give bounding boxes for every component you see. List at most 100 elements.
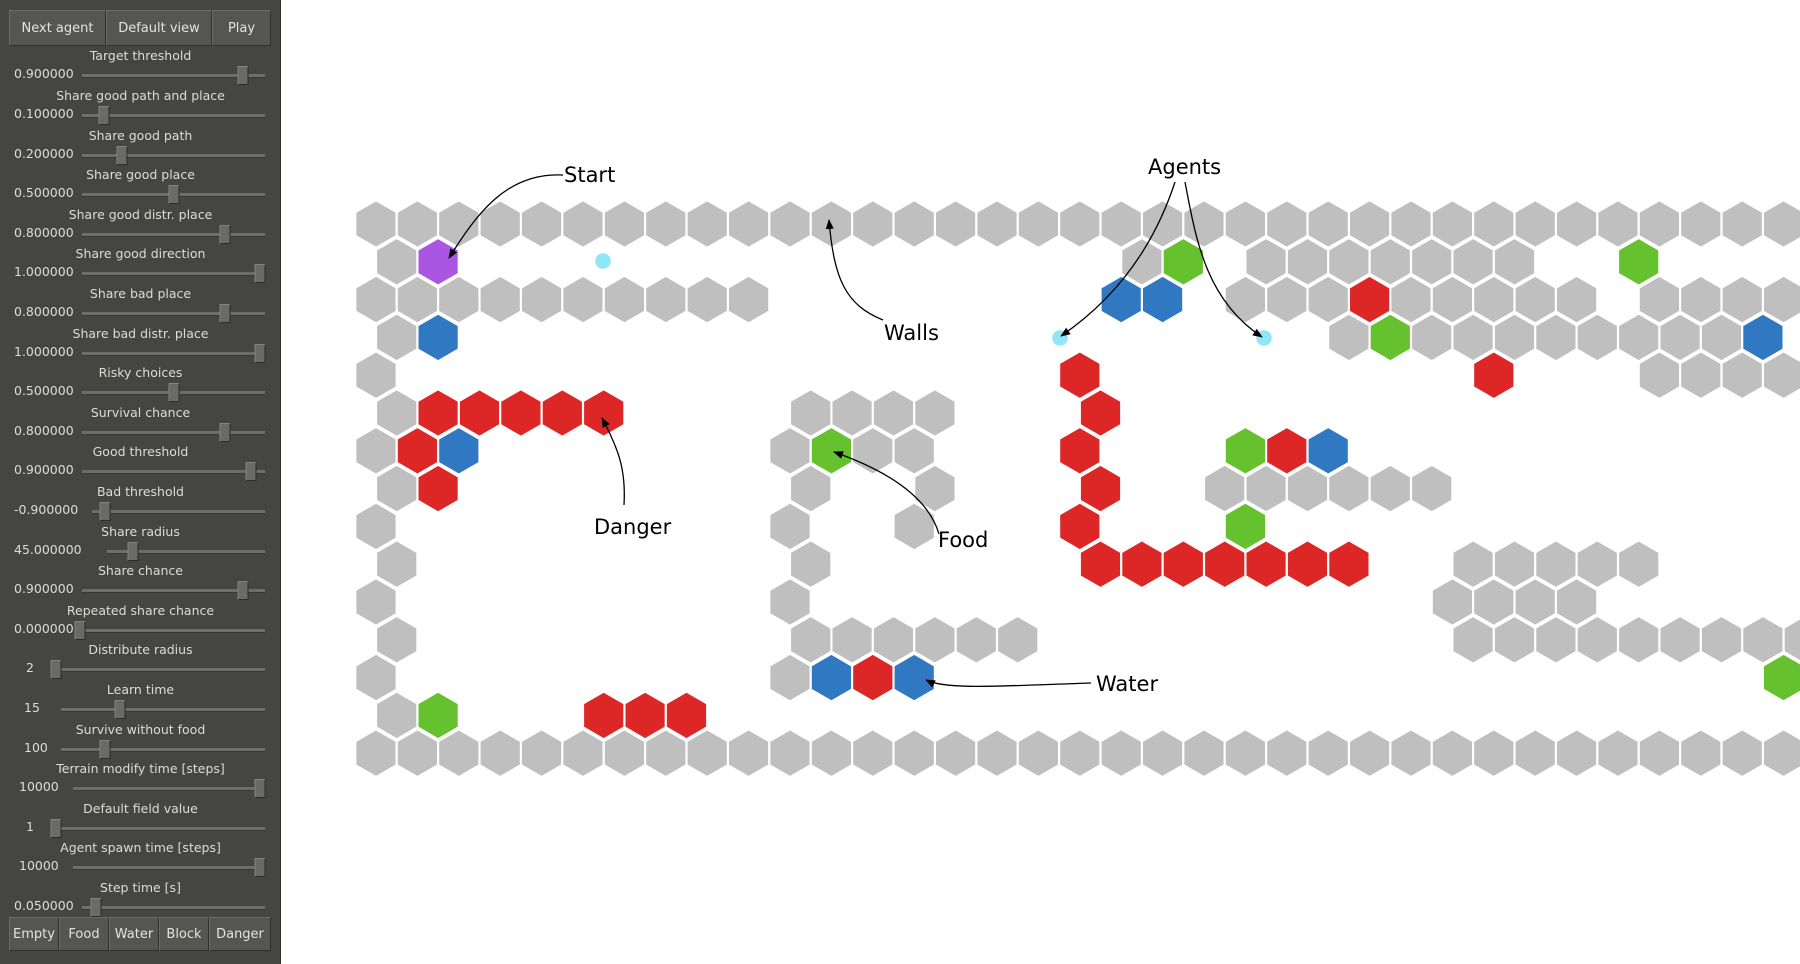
wall-hex[interactable]: [727, 728, 771, 779]
wall-hex[interactable]: [1348, 728, 1392, 779]
wall-hex[interactable]: [1058, 199, 1102, 249]
param-slider-track[interactable]: [82, 431, 265, 435]
param-slider-handle[interactable]: [219, 304, 231, 323]
wall-hex[interactable]: [1555, 274, 1599, 325]
food-hex[interactable]: [1223, 501, 1267, 552]
wall-hex[interactable]: [478, 274, 522, 325]
wall-hex[interactable]: [375, 539, 419, 590]
wall-hex[interactable]: [1513, 728, 1557, 779]
wall-hex[interactable]: [1762, 728, 1800, 779]
wall-hex[interactable]: [1492, 236, 1537, 287]
water-hex[interactable]: [1741, 312, 1785, 363]
wall-hex[interactable]: [520, 274, 564, 325]
wall-hex[interactable]: [520, 199, 564, 249]
danger-hex[interactable]: [1120, 539, 1164, 590]
param-slider-track[interactable]: [82, 589, 265, 593]
danger-hex[interactable]: [1348, 274, 1392, 325]
param-slider-track[interactable]: [82, 272, 265, 276]
wall-hex[interactable]: [1368, 463, 1412, 514]
param-slider-handle[interactable]: [50, 819, 62, 838]
wall-hex[interactable]: [727, 274, 771, 325]
wall-hex[interactable]: [768, 501, 812, 552]
water-hex[interactable]: [437, 425, 481, 476]
wall-hex[interactable]: [644, 199, 688, 249]
param-slider-track[interactable]: [82, 114, 265, 118]
wall-hex[interactable]: [1389, 728, 1433, 779]
param-slider-track[interactable]: [51, 827, 265, 831]
wall-hex[interactable]: [768, 199, 812, 249]
wall-hex[interactable]: [789, 463, 833, 514]
param-slider-track[interactable]: [82, 74, 265, 78]
wall-hex[interactable]: [602, 199, 646, 249]
wall-hex[interactable]: [727, 199, 771, 249]
wall-hex[interactable]: [892, 728, 936, 779]
default-view-button[interactable]: Default view: [106, 10, 212, 46]
param-slider-handle[interactable]: [254, 344, 266, 363]
param-slider-track[interactable]: [82, 470, 265, 474]
food-hex[interactable]: [1617, 236, 1661, 287]
wall-hex[interactable]: [975, 728, 1019, 779]
danger-hex[interactable]: [1058, 425, 1102, 476]
next-agent-button[interactable]: Next agent: [9, 10, 106, 46]
param-slider-handle[interactable]: [237, 581, 249, 600]
water-hex[interactable]: [892, 652, 936, 703]
wall-hex[interactable]: [1699, 614, 1744, 665]
food-tool-button[interactable]: Food: [59, 917, 109, 951]
wall-hex[interactable]: [685, 199, 729, 249]
wall-hex[interactable]: [913, 463, 957, 514]
wall-hex[interactable]: [354, 501, 398, 552]
wall-hex[interactable]: [354, 577, 398, 627]
wall-hex[interactable]: [602, 274, 646, 325]
param-slider-handle[interactable]: [168, 383, 179, 402]
danger-hex[interactable]: [582, 388, 626, 438]
param-slider-handle[interactable]: [254, 858, 266, 877]
wall-hex[interactable]: [644, 274, 688, 325]
food-hex[interactable]: [809, 425, 853, 476]
wall-hex[interactable]: [1058, 728, 1102, 779]
wall-hex[interactable]: [913, 388, 957, 438]
wall-hex[interactable]: [1658, 614, 1702, 665]
wall-hex[interactable]: [1617, 614, 1661, 665]
param-slider-track[interactable]: [82, 233, 265, 237]
wall-hex[interactable]: [1555, 728, 1599, 779]
wall-hex[interactable]: [996, 614, 1040, 665]
wall-hex[interactable]: [1762, 350, 1800, 401]
wall-hex[interactable]: [1679, 728, 1723, 779]
param-slider-track[interactable]: [61, 708, 265, 712]
food-hex[interactable]: [1368, 312, 1412, 363]
wall-hex[interactable]: [892, 425, 936, 476]
wall-hex[interactable]: [520, 728, 564, 779]
wall-hex[interactable]: [975, 199, 1019, 249]
wall-hex[interactable]: [1016, 728, 1060, 779]
wall-hex[interactable]: [354, 652, 398, 703]
param-slider-track[interactable]: [82, 352, 265, 356]
param-slider-handle[interactable]: [74, 621, 86, 640]
danger-hex[interactable]: [1472, 350, 1516, 401]
param-slider-handle[interactable]: [219, 423, 231, 442]
wall-hex[interactable]: [934, 199, 978, 249]
danger-hex[interactable]: [1078, 463, 1123, 514]
hex-grid[interactable]: [354, 199, 1800, 779]
param-slider-handle[interactable]: [245, 462, 257, 481]
wall-hex[interactable]: [1617, 539, 1661, 590]
wall-hex[interactable]: [1265, 728, 1309, 779]
param-slider-track[interactable]: [107, 550, 265, 554]
wall-hex[interactable]: [789, 539, 833, 590]
food-hex[interactable]: [1762, 652, 1800, 703]
wall-hex[interactable]: [354, 350, 398, 401]
param-slider-handle[interactable]: [99, 740, 111, 759]
param-slider-handle[interactable]: [254, 264, 266, 283]
param-slider-handle[interactable]: [116, 146, 128, 165]
param-slider-track[interactable]: [51, 668, 265, 672]
wall-hex[interactable]: [892, 199, 936, 249]
param-slider-handle[interactable]: [90, 898, 102, 917]
wall-hex[interactable]: [1637, 728, 1681, 779]
wall-hex[interactable]: [1596, 728, 1640, 779]
danger-hex[interactable]: [1161, 539, 1205, 590]
wall-hex[interactable]: [768, 577, 812, 627]
wall-hex[interactable]: [375, 614, 419, 665]
wall-hex[interactable]: [685, 274, 729, 325]
danger-hex[interactable]: [1078, 388, 1123, 438]
param-slider-track[interactable]: [61, 748, 265, 752]
param-slider-track[interactable]: [73, 787, 265, 791]
